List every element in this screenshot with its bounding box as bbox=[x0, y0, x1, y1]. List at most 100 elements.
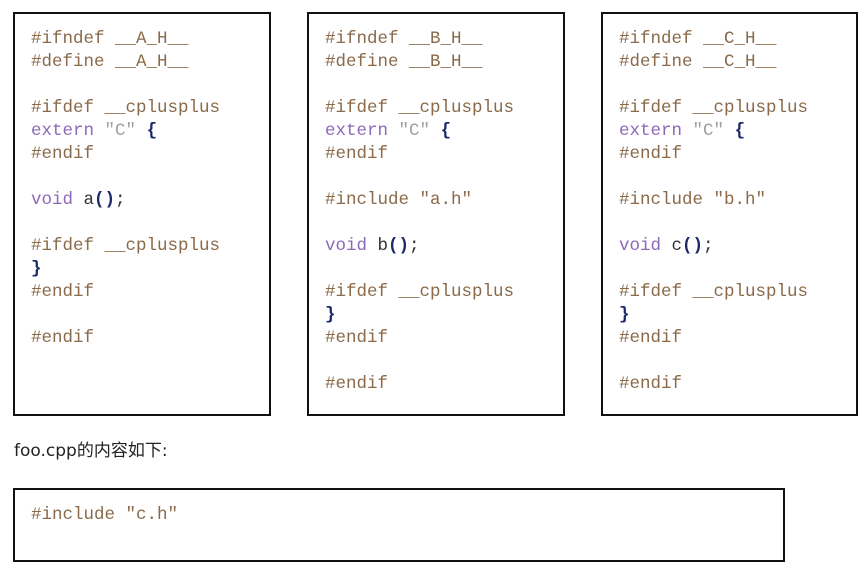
code-token: () bbox=[388, 236, 410, 256]
code-line: #ifndef __A_H__ bbox=[31, 28, 220, 51]
code-token: { bbox=[146, 121, 158, 141]
code-line: #endif bbox=[619, 373, 808, 396]
code-token: extern bbox=[619, 121, 683, 141]
code-line: #include "c.h" bbox=[31, 504, 178, 527]
code-line bbox=[31, 212, 220, 235]
code-token: #endif bbox=[31, 144, 95, 164]
code-box-b-h: #ifndef __B_H__#define __B_H__#ifdef __c… bbox=[307, 12, 565, 416]
code-token bbox=[682, 121, 693, 141]
code-token: void bbox=[619, 236, 662, 256]
code-foo-cpp: #include "c.h" bbox=[31, 504, 178, 527]
code-token: } bbox=[619, 305, 630, 325]
code-line bbox=[31, 166, 220, 189]
code-line: #define __A_H__ bbox=[31, 51, 220, 74]
code-token: #define __C_H__ bbox=[619, 52, 777, 72]
code-line: extern "C" { bbox=[31, 120, 220, 143]
code-token: #endif bbox=[31, 282, 95, 302]
code-line: #ifdef __cplusplus bbox=[325, 281, 514, 304]
code-token: #endif bbox=[619, 144, 683, 164]
code-token: #ifdef __cplusplus bbox=[325, 98, 515, 118]
code-token: #include "a.h" bbox=[325, 190, 473, 210]
code-token bbox=[724, 121, 735, 141]
code-line: void a(); bbox=[31, 189, 220, 212]
code-line: #ifndef __C_H__ bbox=[619, 28, 808, 51]
code-line: #ifdef __cplusplus bbox=[619, 97, 808, 120]
code-box-c-h: #ifndef __C_H__ #define __C_H__ #ifdef __c… bbox=[601, 12, 858, 416]
code-line: #define __B_H__ bbox=[325, 51, 514, 74]
code-token: void bbox=[325, 236, 368, 256]
code-token bbox=[94, 121, 105, 141]
code-token bbox=[430, 121, 441, 141]
code-line: #include "b.h" bbox=[619, 189, 808, 212]
code-token: c bbox=[661, 236, 683, 256]
code-line bbox=[619, 258, 808, 281]
code-token: #define __B_H__ bbox=[325, 52, 483, 72]
code-token: #ifdef __cplusplus bbox=[31, 98, 221, 118]
code-token: #ifdef __cplusplus bbox=[619, 98, 809, 118]
code-token: b bbox=[367, 236, 389, 256]
code-line: void b(); bbox=[325, 235, 514, 258]
code-line: #ifdef __cplusplus bbox=[619, 281, 808, 304]
code-token: #define __A_H__ bbox=[31, 52, 189, 72]
code-token: #include "b.h" bbox=[619, 190, 767, 210]
code-line: #endif bbox=[325, 327, 514, 350]
code-line: #endif bbox=[619, 327, 808, 350]
code-line bbox=[619, 74, 808, 97]
code-box-foo-cpp: #include "c.h" bbox=[13, 488, 785, 562]
code-token: "C" bbox=[398, 121, 431, 141]
code-token: #ifndef __C_H__ bbox=[619, 29, 777, 49]
code-line: #endif bbox=[31, 143, 220, 166]
code-token bbox=[388, 121, 399, 141]
code-line bbox=[325, 350, 514, 373]
code-line: #endif bbox=[619, 143, 808, 166]
code-line bbox=[619, 350, 808, 373]
code-line bbox=[325, 212, 514, 235]
code-token: () bbox=[682, 236, 704, 256]
code-token: } bbox=[31, 259, 42, 279]
code-token: ; bbox=[409, 236, 420, 256]
code-line bbox=[31, 304, 220, 327]
code-line bbox=[325, 166, 514, 189]
code-line: #ifdef __cplusplus bbox=[325, 97, 514, 120]
code-line: extern "C" { bbox=[619, 120, 808, 143]
code-line: extern "C" { bbox=[325, 120, 514, 143]
code-token: #endif bbox=[325, 328, 389, 348]
code-token: extern bbox=[31, 121, 95, 141]
code-line: void c(); bbox=[619, 235, 808, 258]
code-line bbox=[31, 74, 220, 97]
code-line: #endif bbox=[325, 143, 514, 166]
code-token: () bbox=[94, 190, 116, 210]
code-line bbox=[325, 74, 514, 97]
code-token: "C" bbox=[104, 121, 137, 141]
code-token: "C" bbox=[692, 121, 725, 141]
code-token: extern bbox=[325, 121, 389, 141]
code-token: void bbox=[31, 190, 74, 210]
code-token: #include "c.h" bbox=[31, 505, 179, 525]
code-token: #endif bbox=[325, 374, 389, 394]
code-line: #endif bbox=[31, 281, 220, 304]
code-token: { bbox=[440, 121, 452, 141]
code-box-a-h: #ifndef __A_H__#define __A_H__ #ifdef __c… bbox=[13, 12, 271, 416]
code-line bbox=[619, 166, 808, 189]
code-token: a bbox=[73, 190, 95, 210]
code-token: ; bbox=[115, 190, 126, 210]
code-line: #ifdef __cplusplus bbox=[31, 97, 220, 120]
code-line bbox=[619, 212, 808, 235]
foo-cpp-caption: foo.cpp的内容如下: bbox=[14, 441, 168, 461]
code-token: #endif bbox=[619, 374, 683, 394]
code-token: #endif bbox=[325, 144, 389, 164]
code-token: #ifdef __cplusplus bbox=[325, 282, 515, 302]
code-token: #endif bbox=[31, 328, 95, 348]
code-c-h: #ifndef __C_H__ #define __C_H__ #ifdef __c… bbox=[619, 28, 808, 396]
code-line: #endif bbox=[325, 373, 514, 396]
code-token: } bbox=[325, 305, 336, 325]
code-line bbox=[325, 258, 514, 281]
code-line: } bbox=[619, 304, 808, 327]
code-line: #include "a.h" bbox=[325, 189, 514, 212]
code-token: #ifdef __cplusplus bbox=[619, 282, 809, 302]
code-line: #endif bbox=[31, 327, 220, 350]
code-token: #endif bbox=[619, 328, 683, 348]
code-token: ; bbox=[703, 236, 714, 256]
code-line: } bbox=[31, 258, 220, 281]
code-token: { bbox=[734, 121, 746, 141]
